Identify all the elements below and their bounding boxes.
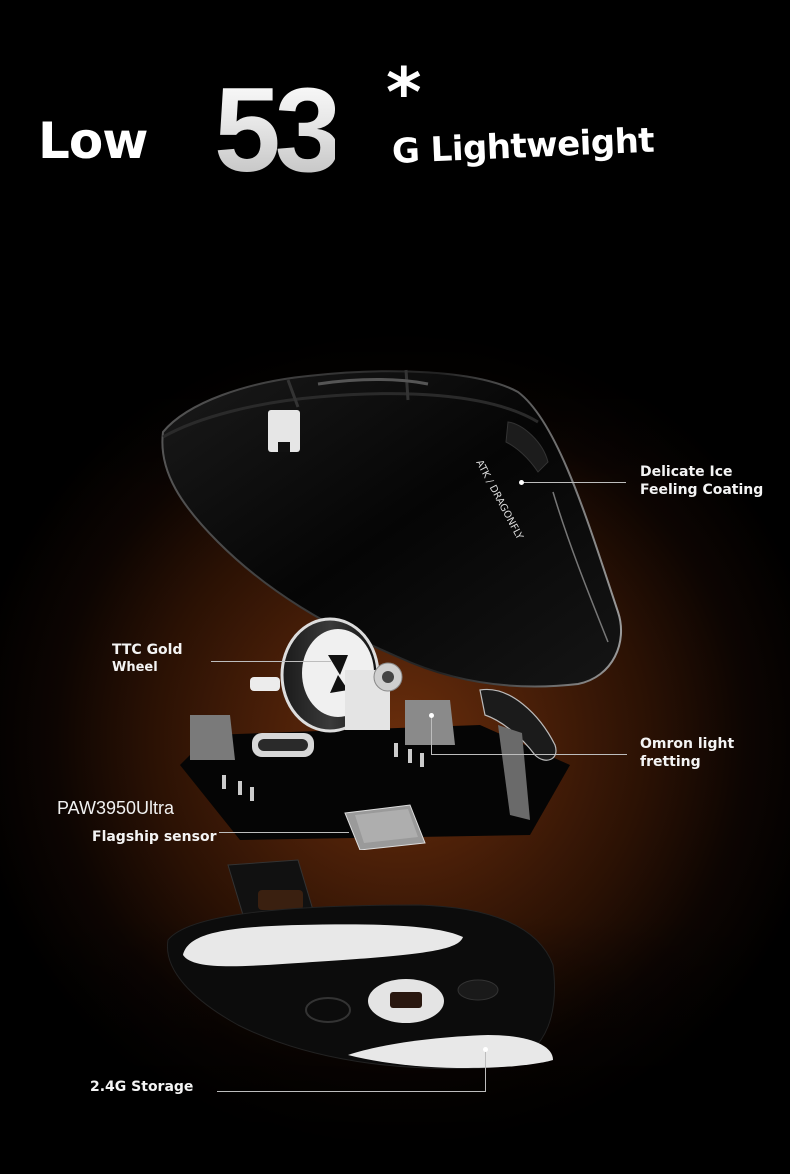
callout-label-storage: 2.4G Storage xyxy=(90,1079,194,1095)
headline-unit: G Lightweight xyxy=(391,120,655,172)
callout-label-switch: Omron light fretting xyxy=(640,735,734,771)
leader-line-wheel xyxy=(211,661,331,662)
callout-sensor-model: PAW3950Ultra xyxy=(57,798,175,818)
callout-line1: Omron light xyxy=(640,736,735,752)
callout-line1: Delicate Ice xyxy=(640,464,733,480)
callout-sensor-subtitle: Flagship sensor xyxy=(92,829,217,845)
mouse-base-illustration xyxy=(166,859,555,1069)
leader-line-sensor xyxy=(219,832,349,833)
leader-vline-storage xyxy=(485,1049,486,1091)
mouse-top-shell-illustration: ATK / DRAGONFLY xyxy=(161,369,623,688)
callout-label-coating: Delicate Ice Feeling Coating xyxy=(640,463,763,499)
callout-dot-coating xyxy=(519,480,524,485)
callout-line2: Feeling Coating xyxy=(640,482,764,498)
leader-line-coating xyxy=(522,482,626,483)
callout-label-wheel: TTC Gold Wheel xyxy=(112,641,183,677)
pcb-assembly-illustration xyxy=(180,617,570,850)
callout-line1: TTC Gold xyxy=(112,642,183,658)
leader-line-switch xyxy=(431,754,627,755)
callout-line2: Wheel xyxy=(112,660,158,675)
leader-vline-switch xyxy=(431,715,432,754)
headline-weight-number: 53 xyxy=(214,63,342,197)
callout-dot-storage xyxy=(483,1047,488,1052)
headline-asterisk: * xyxy=(386,54,422,133)
callout-line2: fretting xyxy=(640,754,701,770)
callout-dot-switch xyxy=(429,713,434,718)
headline-prefix: Low xyxy=(38,112,148,170)
leader-line-storage xyxy=(217,1091,486,1092)
